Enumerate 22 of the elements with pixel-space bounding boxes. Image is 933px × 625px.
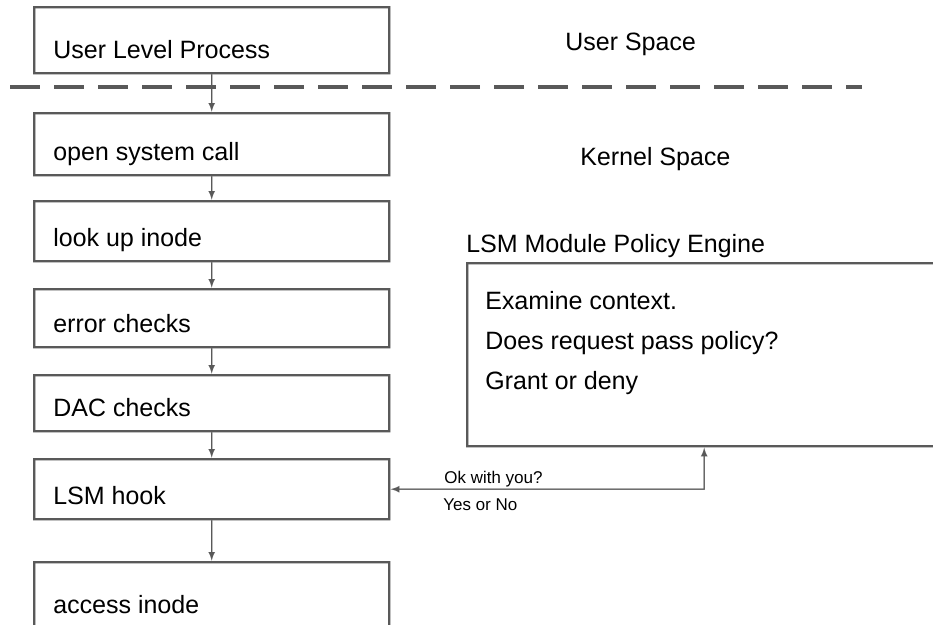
edge-label: Ok with you?	[443, 470, 544, 488]
text-label: Yes or No	[444, 498, 516, 510]
process-box: User Level Process	[33, 6, 390, 74]
arrow	[208, 432, 215, 456]
text-label: User Space	[567, 32, 695, 56]
box-text: Grant or deny	[486, 370, 638, 394]
box-heading: LSM Module Policy Engine	[468, 234, 764, 258]
process-box: LSM hook	[33, 458, 390, 520]
arrow	[208, 520, 215, 559]
arrow	[392, 450, 708, 492]
box-text: Examine context.	[487, 290, 675, 310]
arrow	[208, 74, 215, 110]
text-label: Kernel Space	[582, 146, 730, 170]
arrow	[208, 262, 215, 286]
arrow	[208, 348, 215, 372]
process-box: DAC checks	[33, 374, 390, 432]
process-box: error checks	[33, 288, 390, 348]
process-box: access inode	[33, 561, 390, 625]
process-box: look up inode	[33, 200, 390, 262]
process-box: open system call	[33, 112, 390, 176]
box-text: Does request pass policy?	[487, 330, 778, 354]
arrow	[208, 176, 215, 198]
